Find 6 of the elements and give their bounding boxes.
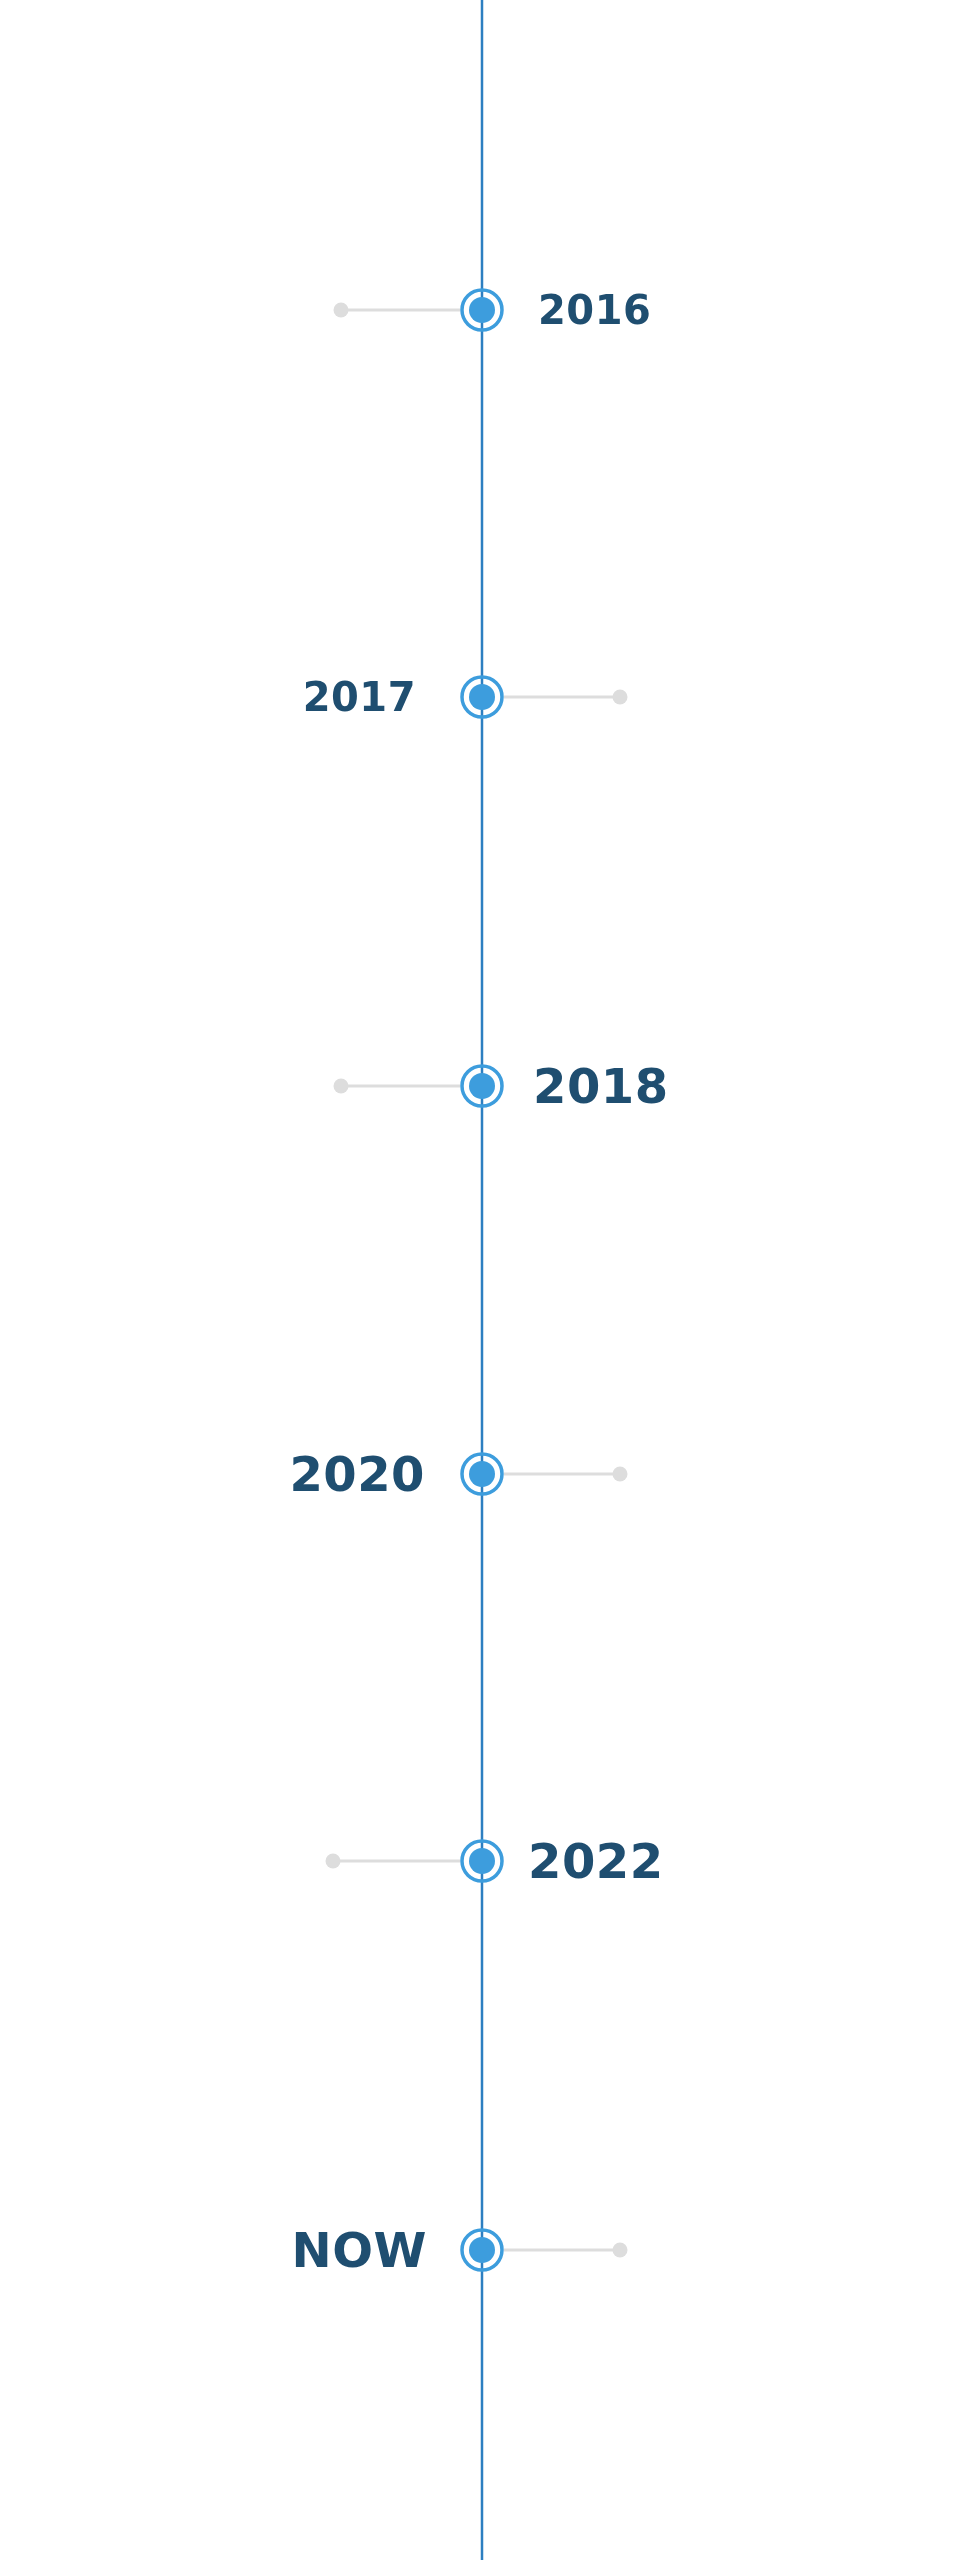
year-label: 2022 [528, 1834, 664, 1888]
year-label: 2020 [289, 1447, 425, 1501]
year-label: 2016 [538, 288, 652, 332]
year-label: 2018 [533, 1059, 669, 1113]
year-label: NOW [291, 2223, 427, 2277]
year-label: 2017 [302, 675, 416, 719]
